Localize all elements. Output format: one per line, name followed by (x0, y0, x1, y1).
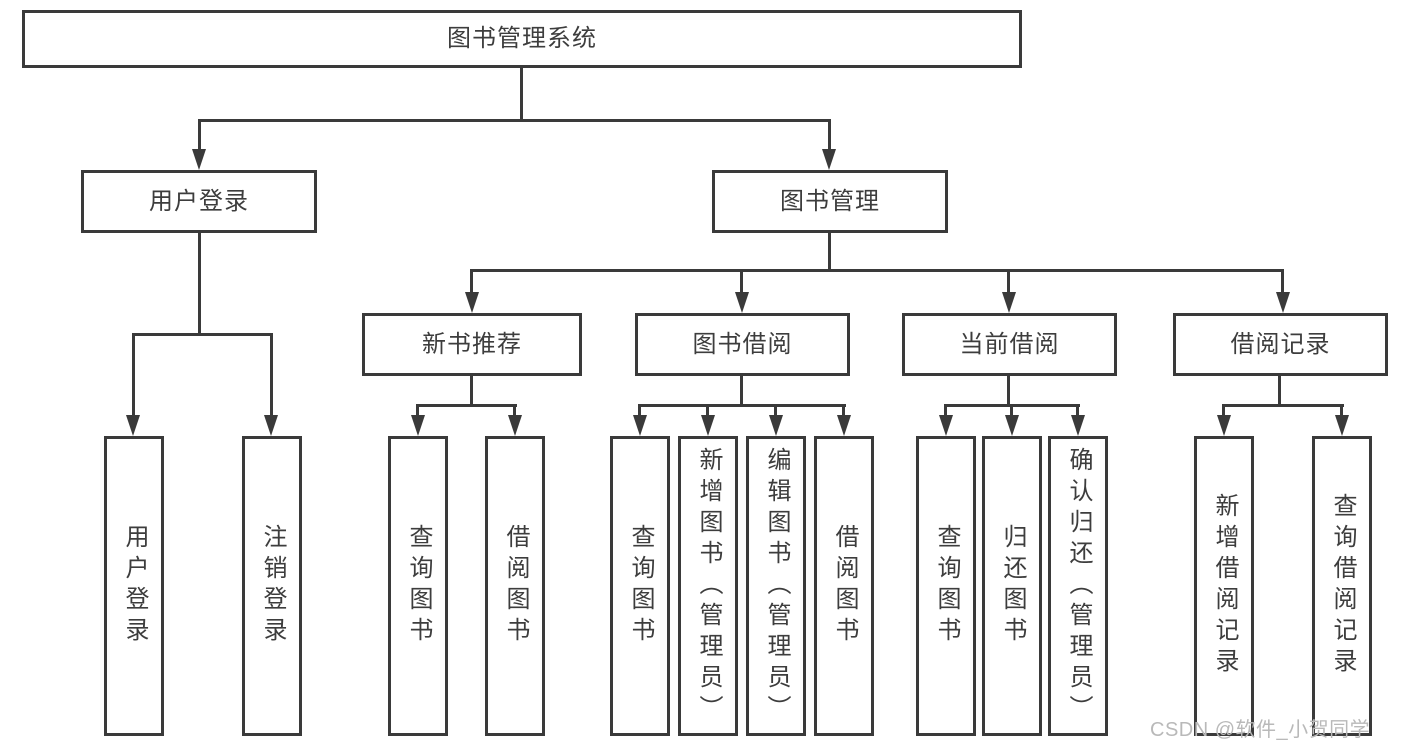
node-new-book-recommend: 新书推荐 (362, 313, 582, 376)
connector-drop (513, 404, 516, 418)
connector-drop (1340, 404, 1343, 418)
connector-book-borrow-bar (638, 404, 846, 407)
leaf-return-books: 归还图书 (982, 436, 1042, 736)
connector-drop (470, 269, 473, 295)
arrowhead-down-icon (1005, 415, 1019, 436)
arrowhead-down-icon (735, 292, 749, 313)
connector-user-login-stem (198, 233, 201, 336)
connector-book-mgmt-stem (828, 233, 831, 272)
leaf-label: 查询图书 (627, 524, 654, 648)
leaf-query-books-3: 查询图书 (916, 436, 976, 736)
leaf-label: 确认归还（管理员） (1065, 446, 1092, 726)
leaf-label: 查询借阅记录 (1329, 493, 1356, 679)
connector-user-login-bar (132, 333, 273, 336)
connector-drop (828, 119, 831, 151)
connector-drop (198, 119, 201, 151)
connector-current-borrow-stem (1007, 376, 1010, 407)
leaf-user-login: 用户登录 (104, 436, 164, 736)
leaf-borrow-books-1: 借阅图书 (485, 436, 545, 736)
leaf-label: 新增借阅记录 (1211, 493, 1238, 679)
leaf-label: 注销登录 (259, 524, 286, 648)
leaf-label: 编辑图书（管理员） (763, 446, 790, 726)
connector-level3-bar (470, 269, 1283, 272)
arrowhead-down-icon (192, 149, 206, 170)
connector-drop (774, 404, 777, 418)
arrowhead-down-icon (1276, 292, 1290, 313)
connector-drop (416, 404, 419, 418)
leaf-confirm-return-admin: 确认归还（管理员） (1048, 436, 1108, 736)
arrowhead-down-icon (822, 149, 836, 170)
leaf-query-books-1: 查询图书 (388, 436, 448, 736)
leaf-label: 借阅图书 (831, 524, 858, 648)
arrowhead-down-icon (411, 415, 425, 436)
connector-drop (1007, 269, 1010, 295)
arrowhead-down-icon (126, 415, 140, 436)
connector-book-borrow-stem (740, 376, 743, 407)
arrowhead-down-icon (939, 415, 953, 436)
leaf-label: 查询图书 (405, 524, 432, 648)
node-book-borrowing: 图书借阅 (635, 313, 850, 376)
arrowhead-down-icon (1071, 415, 1085, 436)
arrowhead-down-icon (701, 415, 715, 436)
arrowhead-down-icon (1335, 415, 1349, 436)
node-current-borrowing: 当前借阅 (902, 313, 1117, 376)
leaf-logout: 注销登录 (242, 436, 302, 736)
arrowhead-down-icon (508, 415, 522, 436)
connector-drop (842, 404, 845, 418)
arrowhead-down-icon (769, 415, 783, 436)
connector-drop (1222, 404, 1225, 418)
connector-drop (270, 333, 273, 417)
connector-drop (1076, 404, 1079, 418)
leaf-edit-books-admin: 编辑图书（管理员） (746, 436, 806, 736)
node-book-management-branch: 图书管理 (712, 170, 948, 233)
connector-drop (944, 404, 947, 418)
arrowhead-down-icon (1002, 292, 1016, 313)
connector-new-book-stem (470, 376, 473, 407)
leaf-label: 新增图书（管理员） (695, 446, 722, 726)
arrowhead-down-icon (465, 292, 479, 313)
arrowhead-down-icon (837, 415, 851, 436)
csdn-watermark: CSDN @软件_小贺同学 (1150, 719, 1371, 741)
arrowhead-down-icon (1217, 415, 1231, 436)
connector-level2-bar (198, 119, 831, 122)
connector-drop (1281, 269, 1284, 295)
leaf-add-borrow-record: 新增借阅记录 (1194, 436, 1254, 736)
leaf-label: 用户登录 (121, 524, 148, 648)
connector-borrow-record-stem (1278, 376, 1281, 407)
node-root-library-system: 图书管理系统 (22, 10, 1022, 68)
arrowhead-down-icon (633, 415, 647, 436)
node-user-login-branch: 用户登录 (81, 170, 317, 233)
connector-drop (706, 404, 709, 418)
connector-drop (1010, 404, 1013, 418)
connector-drop (740, 269, 743, 295)
leaf-label: 归还图书 (999, 524, 1026, 648)
leaf-borrow-books-2: 借阅图书 (814, 436, 874, 736)
leaf-label: 查询图书 (933, 524, 960, 648)
connector-drop (132, 333, 135, 417)
leaf-query-borrow-record: 查询借阅记录 (1312, 436, 1372, 736)
leaf-add-books-admin: 新增图书（管理员） (678, 436, 738, 736)
connector-root-stem (520, 68, 523, 120)
connector-borrow-record-bar (1222, 404, 1344, 407)
connector-new-book-bar (416, 404, 517, 407)
leaf-label: 借阅图书 (502, 524, 529, 648)
node-borrowing-records: 借阅记录 (1173, 313, 1388, 376)
leaf-query-books-2: 查询图书 (610, 436, 670, 736)
arrowhead-down-icon (264, 415, 278, 436)
connector-drop (638, 404, 641, 418)
